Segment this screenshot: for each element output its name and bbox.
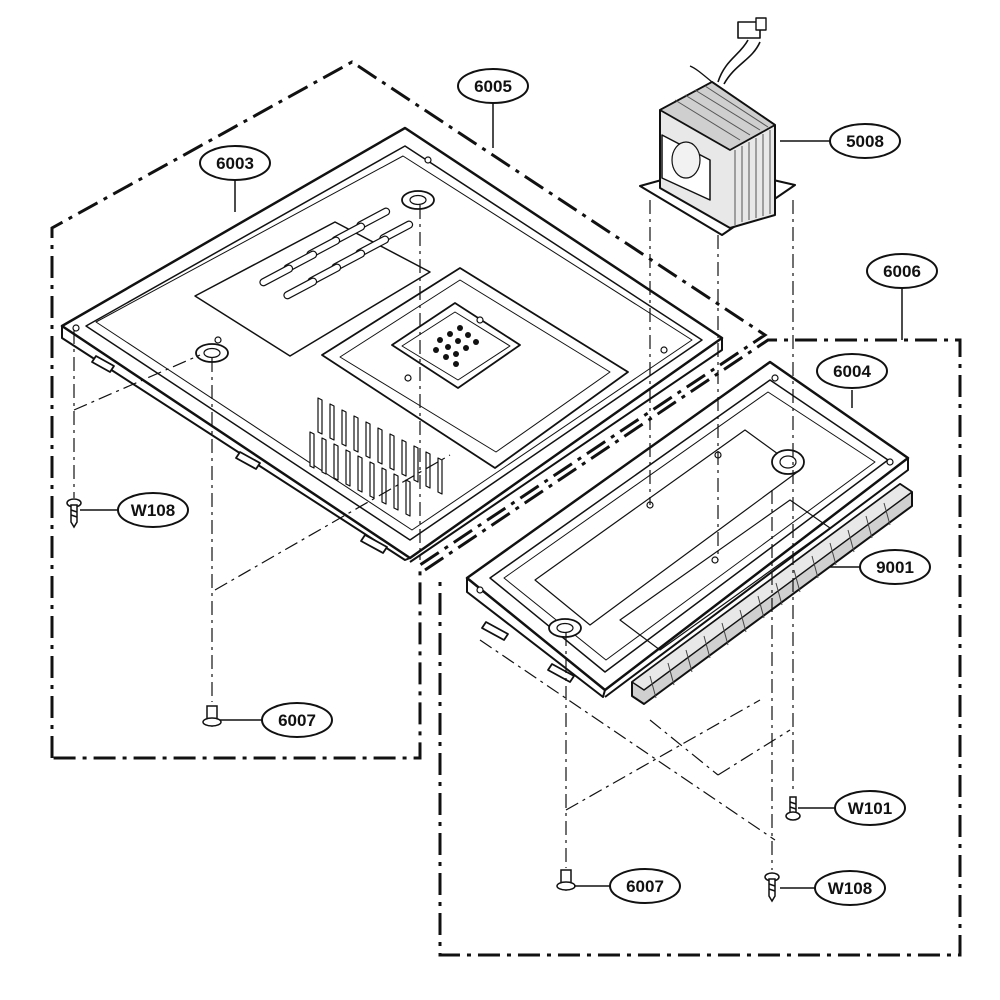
- callout-6006: 6006: [866, 253, 938, 289]
- callout-6004: 6004: [816, 353, 888, 389]
- base-plate-6003: [60, 126, 724, 563]
- svg-text:6007: 6007: [278, 711, 316, 730]
- callout-6003: 6003: [199, 145, 271, 181]
- callout-6005: 6005: [457, 68, 529, 104]
- svg-text:6006: 6006: [883, 262, 921, 281]
- svg-text:6003: 6003: [216, 154, 254, 173]
- leader-lines: [80, 103, 903, 889]
- callout-6007-right: 6007: [609, 868, 681, 904]
- svg-text:W108: W108: [828, 879, 872, 898]
- assembly-centerlines: [73, 200, 794, 870]
- screw-6007-left: [202, 705, 222, 728]
- transformer-5008: [639, 17, 796, 236]
- callout-w108-right: W108: [814, 870, 886, 906]
- screw-6007-right: [556, 869, 576, 892]
- callout-w108-left: W108: [117, 492, 189, 528]
- svg-text:6004: 6004: [833, 362, 871, 381]
- screw-w101: [785, 796, 801, 821]
- svg-text:W108: W108: [131, 501, 175, 520]
- callout-w101: W101: [834, 790, 906, 826]
- svg-text:W101: W101: [848, 799, 892, 818]
- svg-text:9001: 9001: [876, 558, 914, 577]
- callout-6007-left: 6007: [261, 702, 333, 738]
- group-boundary-6006: [424, 338, 962, 957]
- callout-9001: 9001: [859, 549, 931, 585]
- group-boundary-6005: [50, 60, 768, 760]
- sub-plate-6004: [465, 360, 910, 698]
- svg-text:5008: 5008: [846, 132, 884, 151]
- gasket-strip-9001: [631, 483, 913, 705]
- svg-text:6005: 6005: [474, 77, 512, 96]
- screw-w108-left: [66, 498, 82, 529]
- callout-5008: 5008: [829, 123, 901, 159]
- screw-w108-right: [764, 872, 780, 903]
- svg-text:6007: 6007: [626, 877, 664, 896]
